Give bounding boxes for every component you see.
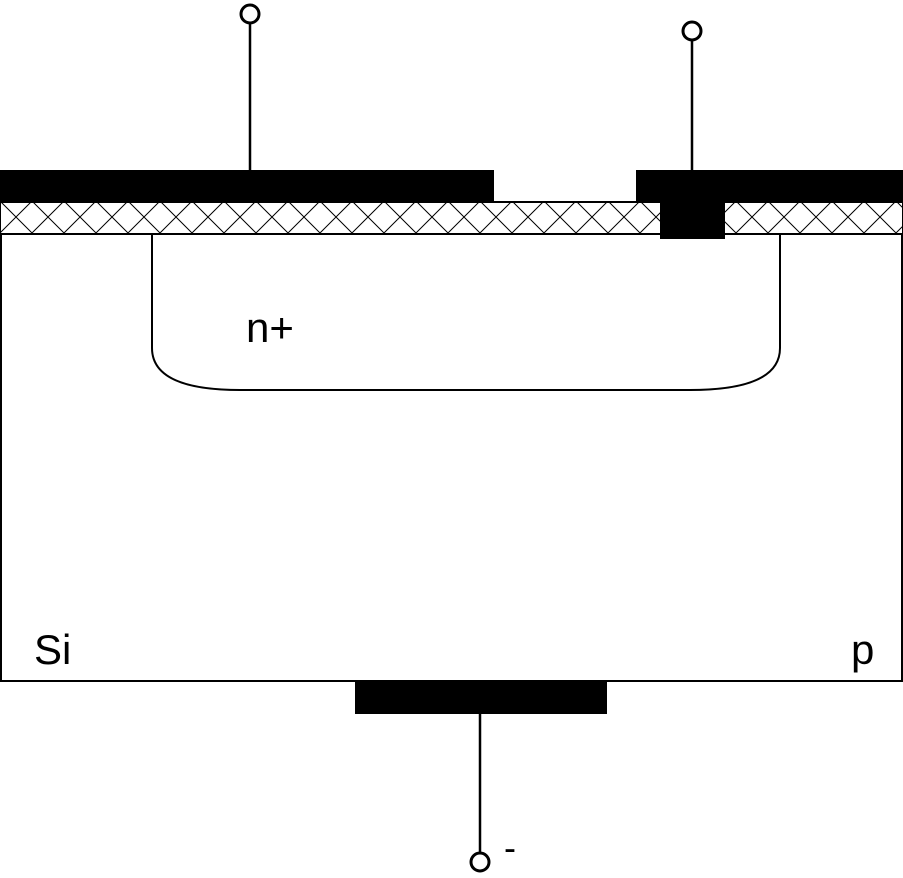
oxide-layer — [0, 201, 903, 235]
si-label: Si — [34, 626, 71, 673]
right-terminal-icon — [681, 20, 703, 42]
left-terminal-icon — [239, 3, 261, 25]
n-plus-region — [151, 234, 781, 391]
p-substrate — [0, 233, 903, 682]
bottom-terminal-icon — [469, 851, 491, 873]
n-plus-label: n+ — [246, 304, 294, 351]
bottom-metal-electrode — [355, 681, 607, 714]
right-metal-electrode — [636, 170, 903, 203]
bottom-terminal-sign: - — [504, 827, 516, 868]
p-type-label: p — [851, 626, 874, 673]
n-plus-contact — [660, 200, 725, 239]
left-metal-electrode — [0, 170, 494, 202]
